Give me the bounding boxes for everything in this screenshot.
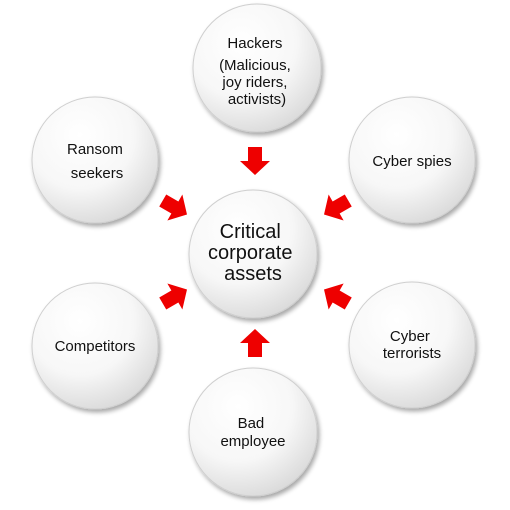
node-hackers-line-4: activists) (228, 91, 286, 108)
node-center-label: Critical corporate assets (208, 221, 298, 285)
node-bad-employee: Bad employee (188, 367, 318, 497)
node-competitors-label: Competitors (55, 338, 136, 355)
node-cyber-terrorists: Cyber terrorists (348, 281, 476, 409)
node-cyber-spies-circle (348, 96, 476, 224)
node-cyber-spies: Cyber spies (348, 96, 476, 224)
node-hackers-circle (192, 3, 322, 133)
node-hackers-line-2: (Malicious, (219, 57, 291, 74)
node-center-line-1: Critical (220, 221, 281, 243)
node-center-circle (188, 189, 318, 319)
node-cyber-spies-line-1: Cyber spies (372, 153, 451, 170)
node-cyber-terrorists-circle (348, 281, 476, 409)
node-bad-employee-line-1: Bad (238, 415, 265, 432)
node-bad-employee-line-2: employee (220, 433, 285, 450)
arrows-group (159, 147, 352, 357)
node-center: Critical corporate assets (188, 189, 318, 319)
node-hackers-label: Hackers (Malicious, joy riders, activist… (219, 35, 295, 108)
arrow-from-cyber-spies (324, 194, 352, 221)
arrow-from-bad-employee (240, 329, 270, 357)
arrow-from-hackers (240, 147, 270, 175)
node-cyber-terrorists-label: Cyber terrorists (383, 328, 441, 362)
node-competitors: Competitors (31, 282, 159, 410)
node-hackers-line-1: Hackers (227, 35, 282, 52)
node-hackers: Hackers (Malicious, joy riders, activist… (192, 3, 322, 133)
node-cyber-terrorists-line-1: Cyber (390, 328, 430, 345)
node-ransom-seekers-line-2: seekers (71, 165, 124, 182)
node-cyber-spies-label: Cyber spies (372, 153, 451, 170)
node-bad-employee-label: Bad employee (220, 415, 285, 450)
arrow-from-cyber-terrorists (324, 283, 352, 310)
node-ransom-seekers-label: Ransom seekers (67, 141, 127, 182)
node-ransom-seekers-circle (31, 96, 159, 224)
arrow-from-ransom-seekers (159, 194, 187, 221)
arrow-from-competitors (159, 283, 187, 310)
node-competitors-circle (31, 282, 159, 410)
node-ransom-seekers: Ransom seekers (31, 96, 159, 224)
node-center-line-2: corporate (208, 242, 293, 264)
node-hackers-line-3: joy riders, (221, 74, 287, 91)
node-competitors-line-1: Competitors (55, 338, 136, 355)
node-center-line-3: assets (224, 263, 282, 285)
node-bad-employee-circle (188, 367, 318, 497)
node-cyber-terrorists-line-2: terrorists (383, 345, 441, 362)
node-ransom-seekers-line-1: Ransom (67, 141, 123, 158)
